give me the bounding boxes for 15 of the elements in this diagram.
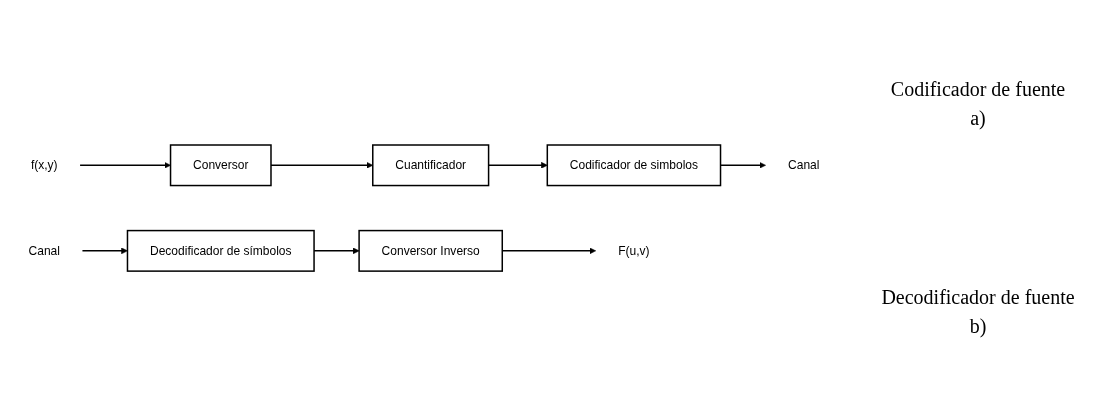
node-box: Conversor Inverso bbox=[358, 229, 503, 272]
caption-text: Decodificador de fuente bbox=[881, 286, 1075, 309]
node-text: F(u,v) bbox=[618, 244, 650, 257]
panel-letter: a) bbox=[970, 107, 986, 130]
arrow bbox=[81, 247, 128, 255]
arrow bbox=[79, 161, 171, 169]
node-text: Canal bbox=[788, 158, 820, 172]
node-box: Codificador de simbolos bbox=[546, 144, 722, 187]
caption-text: Codificador de fuente bbox=[890, 78, 1066, 101]
panel-letter: b) bbox=[969, 315, 987, 338]
node-box: Decodificador de símbolos bbox=[126, 229, 315, 272]
node-text: Canal bbox=[28, 244, 60, 257]
node-box: Cuantificador bbox=[372, 144, 490, 187]
node-box: Conversor bbox=[169, 144, 272, 187]
node-text: f(x,y) bbox=[30, 158, 58, 172]
